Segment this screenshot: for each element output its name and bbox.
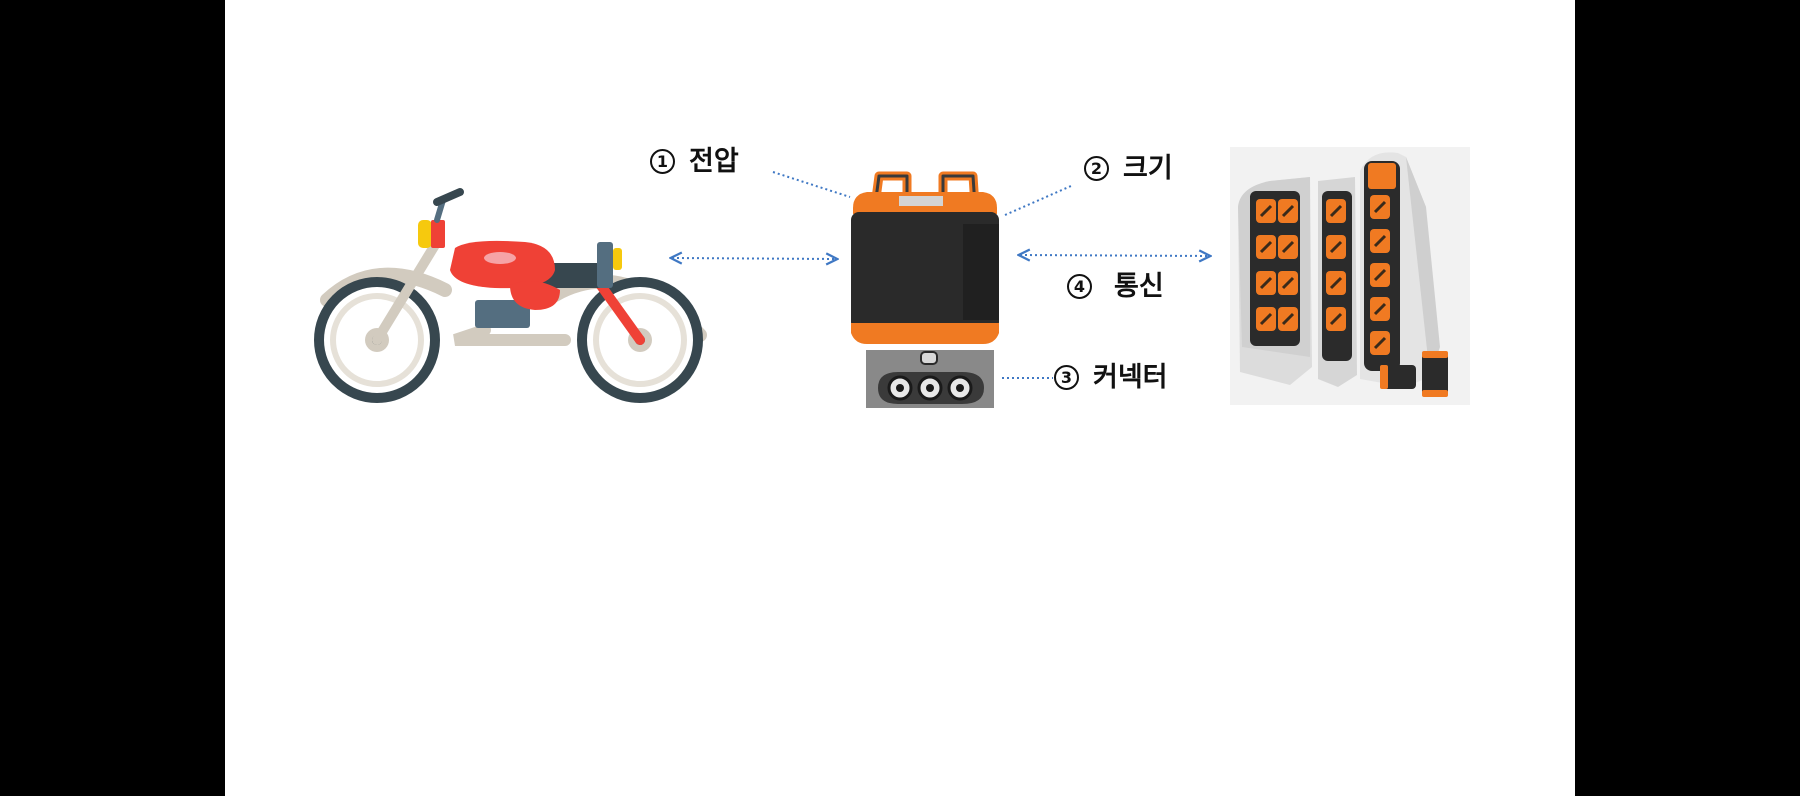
station-slot-handle [1373,234,1387,248]
station-slot-handle [1281,276,1295,290]
leader-size [1004,185,1072,216]
label-comm-text: 통신 [1114,271,1164,302]
label-comm: 4 통신 [1067,273,1164,300]
station-slot-handle [1329,276,1343,290]
label-connector-text: 커넥터 [1093,362,1168,393]
station-slot-handle [1259,240,1273,254]
station-slot-handle [1281,312,1295,326]
label-size: 2 크기 [1084,155,1173,182]
label-voltage-text: 전압 [689,146,739,177]
label-connector: 3 커넥터 [1054,364,1168,391]
station-slot-handle [1373,302,1387,316]
station-slot-handle [1329,312,1343,326]
battery-pack-icon [851,171,999,344]
battery-swap-station-icon [1230,147,1470,405]
connection-lines [225,171,1575,379]
diagram-slide: 1 전압 2 크기 3 커넥터 4 통신 [225,0,1575,796]
label-comm-number: 4 [1067,274,1092,299]
link-motorcycle-battery [672,258,836,259]
connector-photo-icon [866,350,994,408]
leader-voltage [772,171,851,198]
station-slot-handle [1329,240,1343,254]
station-slot-handle [1373,200,1387,214]
station-slot-handle [1259,312,1273,326]
station-slot-handle [1281,204,1295,218]
station-slot-handle [1259,204,1273,218]
link-battery-station [1020,255,1209,256]
station-slot-handle [1373,268,1387,282]
motorcycle-icon [314,188,707,403]
station-slot-handle [1281,240,1295,254]
label-voltage: 1 전압 [650,148,739,175]
label-voltage-number: 1 [650,149,675,174]
station-slot-handle [1329,204,1343,218]
label-size-number: 2 [1084,156,1109,181]
label-size-text: 크기 [1123,153,1173,184]
station-slot-handle [1259,276,1273,290]
station-slot-handle [1373,336,1387,350]
label-connector-number: 3 [1054,365,1079,390]
